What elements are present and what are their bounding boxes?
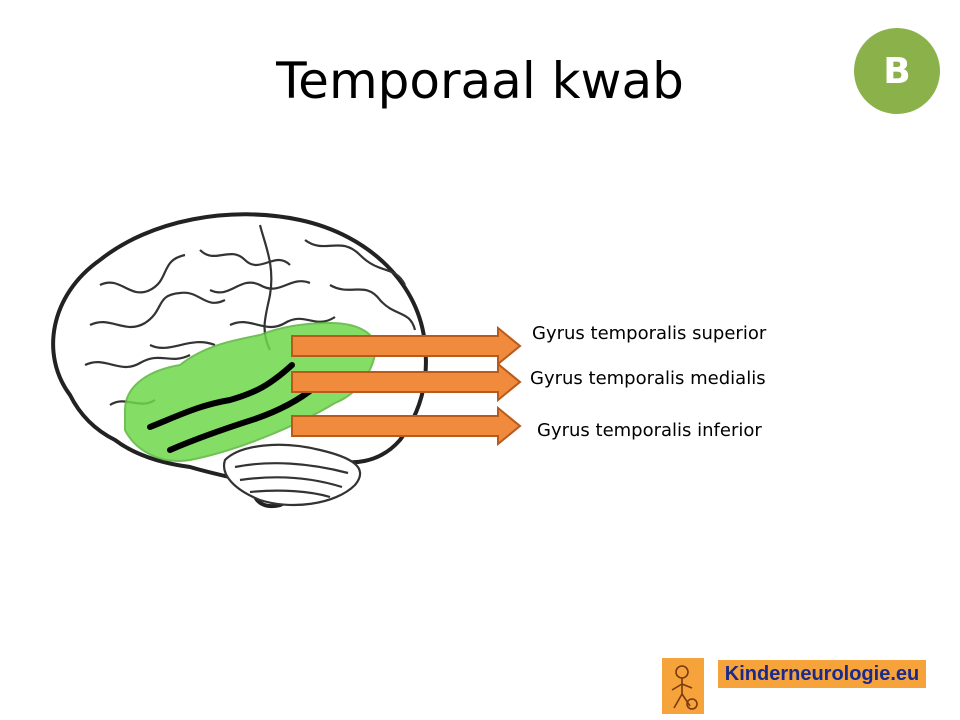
superior-temporal-sulcus: [147, 362, 295, 430]
cerebellum: [222, 443, 362, 507]
label-gyrus-medialis: Gyrus temporalis medialis: [530, 368, 766, 389]
inferior-temporal-sulcus: [167, 384, 318, 453]
arrow-medialis: [291, 362, 522, 402]
arrow-inferior: [291, 406, 522, 446]
arrow-superior: [291, 326, 522, 366]
label-gyrus-inferior: Gyrus temporalis inferior: [537, 420, 762, 441]
slide-badge: B: [854, 28, 940, 114]
logo-icon: [662, 658, 704, 714]
label-gyrus-superior: Gyrus temporalis superior: [532, 323, 767, 344]
logo-text[interactable]: Kinderneurologie.eu: [718, 660, 926, 688]
slide-title: Temporaal kwab: [276, 52, 684, 110]
